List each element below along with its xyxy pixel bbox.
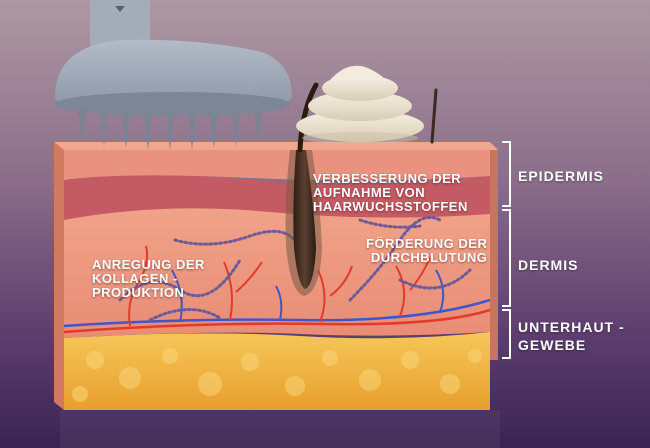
epidermis-layer <box>54 142 490 181</box>
collagen-fibers <box>118 216 472 322</box>
subcutis-label-line: UNTERHAUT - <box>518 319 625 335</box>
absorption-label: VERBESSERUNG DER AUFNAHME VON HAARWUCHSS… <box>313 172 468 214</box>
absorption-label-line: VERBESSERUNG DER <box>313 171 462 186</box>
scalp-massager-icon <box>55 0 292 150</box>
skin-block-side <box>490 142 498 360</box>
skin-front-edge <box>54 142 64 410</box>
subcutis-label-line: GEWEBE <box>518 337 587 353</box>
dermis-label-text: DERMIS <box>518 257 579 273</box>
collagen-label-line: KOLLAGEN - <box>92 271 178 286</box>
epidermis-bracket <box>502 141 511 207</box>
subcutis-label: UNTERHAUT - GEWEBE <box>518 318 625 354</box>
vein-line <box>63 298 491 328</box>
circulation-label-line: FÖRDERUNG DER <box>366 236 488 251</box>
collagen-label-line: ANREGUNG DER <box>92 257 205 272</box>
subcutis-bracket <box>502 309 511 359</box>
circulation-label-line: DURCHBLUTUNG <box>370 250 488 265</box>
artery-line <box>63 308 491 334</box>
dermis-label: DERMIS <box>518 256 578 274</box>
epidermis-label: EPIDERMIS <box>518 167 604 185</box>
hair-follicle-icon <box>285 82 322 296</box>
epidermis-label-text: EPIDERMIS <box>518 168 605 184</box>
dermis-layer <box>64 200 490 338</box>
device-arrow-icon <box>115 6 125 12</box>
skin-top-face <box>54 142 498 150</box>
circulation-label: FÖRDERUNG DER DURCHBLUTUNG <box>366 237 487 265</box>
cream-icon <box>296 65 424 144</box>
floor-reflection <box>60 410 500 448</box>
absorption-label-line: AUFNAHME VON <box>313 185 426 200</box>
collagen-label: ANREGUNG DER KOLLAGEN - PRODUKTION <box>92 258 205 300</box>
dermis-bracket <box>502 209 511 307</box>
light-beams <box>178 140 428 262</box>
collagen-label-line: PRODUKTION <box>92 285 185 300</box>
hair-strand-icon <box>430 88 438 144</box>
fat-texture <box>72 348 482 402</box>
absorption-label-line: HAARWUCHSSTOFFEN <box>313 199 468 214</box>
blood-vessels <box>63 245 491 334</box>
layer-brackets <box>502 141 511 359</box>
dermis-band <box>64 174 490 220</box>
